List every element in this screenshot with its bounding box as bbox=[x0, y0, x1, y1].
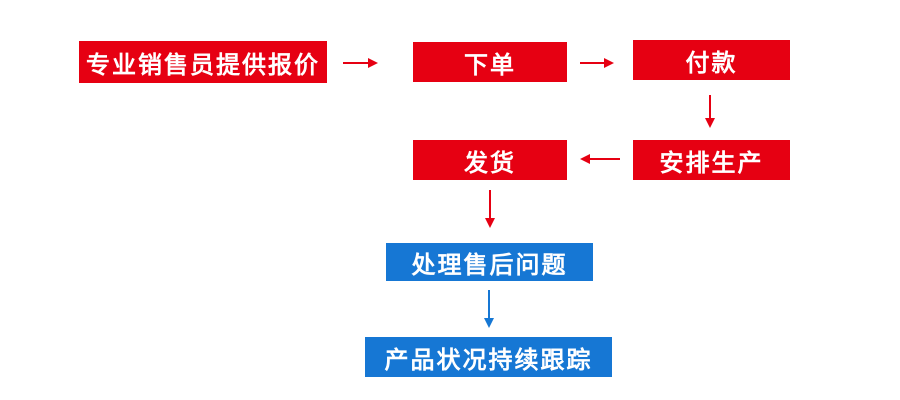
arrow-down-icon bbox=[488, 290, 490, 318]
arrow-right-icon bbox=[343, 62, 368, 64]
flow-node-tracking: 产品状况持续跟踪 bbox=[365, 337, 612, 377]
flow-node-order: 下单 bbox=[413, 42, 567, 82]
flow-node-aftersales: 处理售后问题 bbox=[386, 243, 593, 281]
flow-node-quote: 专业销售员提供报价 bbox=[79, 41, 327, 83]
arrow-down-icon bbox=[709, 95, 711, 118]
flow-node-production: 安排生产 bbox=[633, 140, 790, 180]
arrow-down-icon bbox=[489, 190, 491, 218]
flow-node-payment: 付款 bbox=[633, 40, 790, 80]
arrow-right-icon bbox=[580, 62, 604, 64]
flow-node-shipping: 发货 bbox=[413, 140, 567, 180]
arrow-left-icon bbox=[590, 158, 620, 160]
